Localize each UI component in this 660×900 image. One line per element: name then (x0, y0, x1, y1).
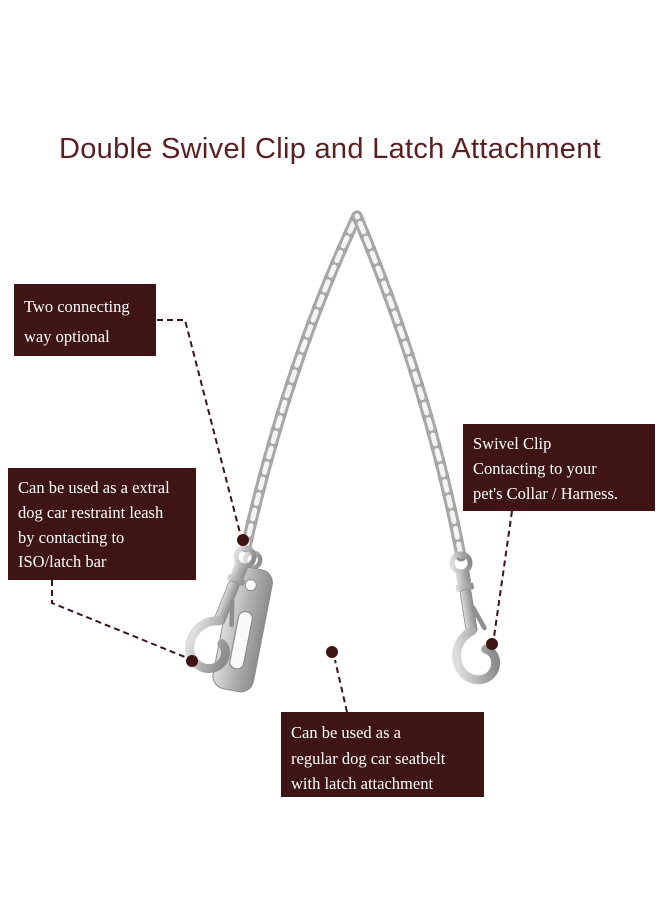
callout-line: pet's Collar / Harness. (473, 483, 619, 503)
connector-dots (186, 534, 498, 667)
callout-line: Swivel Clip (473, 434, 552, 453)
annotation-connectors (51, 319, 513, 713)
callout-line: dog car restraint leash (18, 502, 164, 522)
callout-line: with latch attachment (291, 774, 434, 794)
connector-line-seatbelt (334, 659, 348, 713)
callout-line: way optional (24, 326, 110, 346)
dot-connect (237, 534, 249, 546)
dot-restraint (186, 655, 198, 667)
dot-swivel (486, 638, 498, 650)
callout-line: Can be used as a (291, 723, 401, 742)
callout-line: regular dog car seatbelt (291, 748, 446, 768)
connector-line-restraint (51, 580, 186, 658)
callout-line: Can be used as a extral (18, 478, 170, 497)
dot-seatbelt (326, 646, 338, 658)
callout-seatbelt-latch: Can be used as a regular dog car seatbel… (281, 712, 484, 797)
metal-chain (246, 216, 461, 556)
callout-line: Contacting to your (473, 458, 597, 478)
connector-line-swivel (493, 510, 513, 638)
callout-line: ISO/latch bar (18, 552, 107, 572)
callout-restraint-leash: Can be used as a extral dog car restrain… (8, 468, 196, 580)
connector-line-connect (157, 319, 241, 534)
callout-swivel-clip: Swivel Clip Contacting to your pet's Col… (463, 424, 655, 511)
page-title: Double Swivel Clip and Latch Attachment (58, 133, 602, 165)
right-swivel-clip (441, 551, 498, 683)
callout-two-connecting: Two connecting way optional (14, 284, 156, 356)
callout-line: Two connecting (24, 297, 130, 316)
callout-line: by contacting to (18, 527, 125, 547)
